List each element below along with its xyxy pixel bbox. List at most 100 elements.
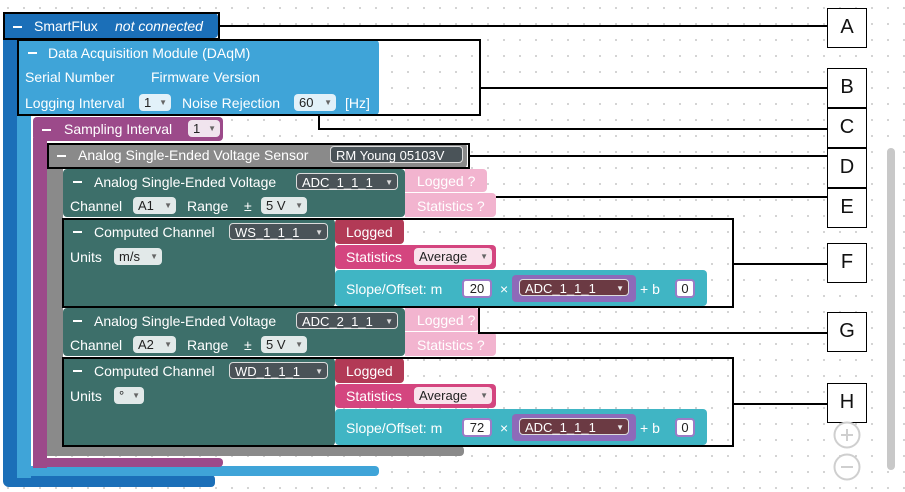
- computed2-units-dropdown[interactable]: °▼: [114, 387, 144, 404]
- analog1-channel-label: Channel: [70, 198, 123, 214]
- leader-line-g-vert: [478, 308, 480, 333]
- analog2-name-field[interactable]: ADC_2_1_1▼: [296, 312, 398, 329]
- sampling-interval-body: [33, 138, 47, 468]
- sensor-label: Analog Single-Ended Voltage Sensor: [78, 147, 309, 163]
- analog2-logged-slot[interactable]: [405, 308, 479, 331]
- leader-line-c-vert: [318, 116, 320, 129]
- callout-d: D: [827, 148, 867, 188]
- computed2-b-field[interactable]: 0: [675, 418, 695, 437]
- computed2-variable-dropdown[interactable]: ADC_1_1_1 ▼: [519, 418, 629, 435]
- sensor-collapse-icon[interactable]: [57, 155, 66, 157]
- computed2-logged-label: Logged: [346, 363, 393, 379]
- chevron-down-icon: ▼: [480, 252, 488, 261]
- sampling-collapse-icon[interactable]: [42, 129, 51, 131]
- frame-b: [17, 39, 481, 116]
- analog2-channel-dropdown[interactable]: A2 ▼: [133, 336, 176, 353]
- frame-a: [3, 12, 220, 40]
- computed2-name-value: WD_1_1_1: [235, 364, 301, 379]
- smartflux-block[interactable]: [3, 13, 218, 38]
- leader-line-f: [734, 263, 827, 265]
- computed1-units-dropdown[interactable]: m/s▼: [114, 248, 162, 265]
- computed1-variable-value: ADC_1_1_1: [525, 281, 596, 296]
- analog2-statistics-slot[interactable]: [405, 332, 496, 356]
- sensor-model-dropdown[interactable]: RM Young 05103V: [330, 146, 463, 163]
- analog1-plus-minus: ±: [244, 198, 252, 214]
- smartflux-collapse-icon[interactable]: [13, 26, 22, 28]
- computed2-statistics-label: Statistics: [346, 388, 403, 404]
- chevron-down-icon: ▼: [159, 98, 167, 107]
- noise-rejection-unit: [Hz]: [345, 95, 370, 111]
- analog1-channel-value: A1: [138, 198, 154, 213]
- leader-line-c: [318, 128, 827, 130]
- callout-e: E: [827, 188, 867, 228]
- callout-c: C: [827, 108, 867, 148]
- analog2-range-label: Range: [187, 337, 229, 353]
- computed1-logged-label: Logged: [346, 224, 393, 240]
- frame-d: [47, 143, 470, 169]
- sensor-block-foot: [47, 446, 464, 456]
- analog2-statistics-placeholder: Statistics ?: [417, 337, 485, 353]
- chevron-down-icon: ▼: [385, 178, 393, 187]
- computed1-slope-label: Slope/Offset: m: [346, 281, 443, 297]
- analog2-name-value: ADC_2_1_1: [302, 314, 373, 329]
- computed2-units-label: Units: [70, 388, 102, 404]
- chevron-down-icon: ▼: [132, 391, 140, 400]
- analog1-statistics-slot[interactable]: [405, 193, 496, 217]
- callout-a: A: [827, 8, 867, 48]
- analog1-range-label: Range: [187, 198, 229, 214]
- serial-number-label: Serial Number: [25, 69, 115, 85]
- smartflux-block-body: [3, 30, 17, 485]
- sensor-block-body: [47, 160, 63, 456]
- computed2-name-field[interactable]: WD_1_1_1▼: [229, 362, 328, 379]
- chevron-down-icon: ▼: [164, 340, 172, 349]
- daqm-title: Data Acquisition Module (DAqM): [48, 45, 251, 61]
- chevron-down-icon: ▼: [295, 201, 303, 210]
- analog2-channel-value: A2: [138, 337, 154, 352]
- computed2-m-value: 72: [469, 420, 485, 435]
- callout-h: H: [827, 383, 867, 423]
- computed2-variable-value: ADC_1_1_1: [525, 420, 596, 435]
- computed1-statistics-label: Statistics: [346, 249, 403, 265]
- computed1-statistics-value: Average: [419, 249, 468, 264]
- computed1-logged-block[interactable]: [335, 219, 404, 244]
- noise-rejection-dropdown[interactable]: 60▼: [294, 94, 336, 111]
- logging-interval-dropdown[interactable]: 1▼: [139, 94, 171, 111]
- computed1-label: Computed Channel: [94, 224, 215, 240]
- daqm-collapse-icon[interactable]: [28, 52, 37, 54]
- computed1-b-field[interactable]: 0: [675, 279, 695, 298]
- analog1-range-dropdown[interactable]: 5 V▼: [261, 197, 307, 214]
- callout-b: B: [827, 68, 867, 108]
- computed1-collapse-icon[interactable]: [73, 231, 82, 233]
- computed2-logged-block[interactable]: [335, 358, 404, 383]
- analog1-channel-dropdown[interactable]: A1▼: [133, 197, 176, 214]
- noise-rejection-value: 60: [299, 95, 314, 110]
- computed2-m-field[interactable]: 72: [462, 418, 492, 437]
- computed2-statistics-dropdown[interactable]: Average▼: [414, 387, 492, 404]
- computed2-plus-b-label: + b: [640, 420, 660, 436]
- chevron-down-icon: ▼: [616, 423, 624, 432]
- analog1-logged-slot[interactable]: [405, 169, 487, 192]
- sampling-interval-label: Sampling Interval: [64, 121, 173, 137]
- analog2-range-value: 5 V: [266, 337, 286, 352]
- vertical-scrollbar[interactable]: [887, 148, 895, 470]
- computed1-statistics-dropdown[interactable]: Average ▼: [414, 248, 492, 265]
- analog1-name-value: ADC_1_1_1: [302, 175, 373, 190]
- analog1-label: Analog Single-Ended Voltage: [94, 174, 277, 190]
- chevron-down-icon: ▼: [616, 284, 624, 293]
- analog1-collapse-icon[interactable]: [73, 181, 82, 183]
- sampling-interval-dropdown[interactable]: 1▼: [188, 120, 220, 137]
- computed2-b-value: 0: [681, 420, 689, 435]
- logging-interval-value: 1: [144, 95, 152, 110]
- analog1-name-field[interactable]: ADC_1_1_1 ▼: [296, 173, 398, 190]
- sampling-interval-foot: [33, 458, 223, 467]
- computed1-name-field[interactable]: WS_1_1_1▼: [229, 223, 328, 240]
- zoom-in-icon[interactable]: [833, 421, 861, 449]
- zoom-out-icon[interactable]: [833, 453, 861, 481]
- computed2-collapse-icon[interactable]: [73, 370, 82, 372]
- computed1-m-field[interactable]: 20: [462, 279, 492, 298]
- analog2-collapse-icon[interactable]: [73, 320, 82, 322]
- computed1-b-value: 0: [681, 281, 689, 296]
- analog2-range-dropdown[interactable]: 5 V▼: [261, 336, 307, 353]
- computed1-variable-dropdown[interactable]: ADC_1_1_1 ▼: [519, 279, 629, 296]
- analog2-label: Analog Single-Ended Voltage: [94, 313, 277, 329]
